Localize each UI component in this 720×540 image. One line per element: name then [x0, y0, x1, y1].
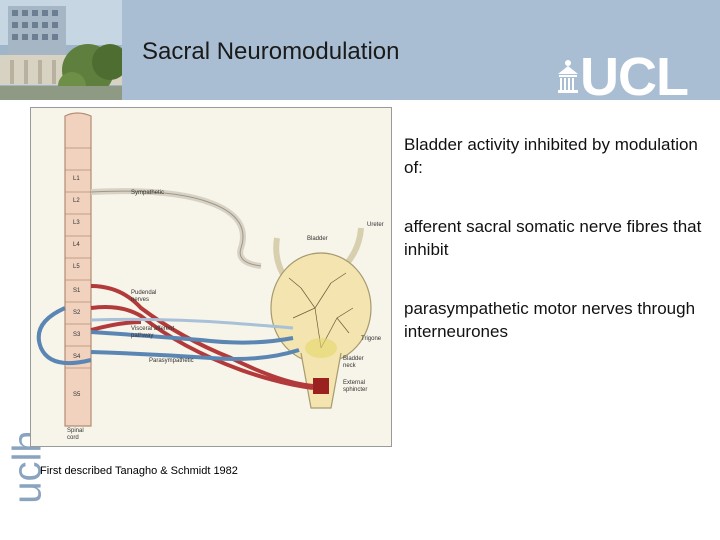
- level-label: L3: [73, 220, 80, 226]
- level-label: S5: [73, 392, 81, 398]
- spinal-cord-shape: [64, 112, 92, 427]
- figure-caption: First described Tanagho & Schmidt 1982: [40, 465, 238, 477]
- bullet-item: parasympathetic motor nerves through int…: [404, 299, 696, 341]
- ureter-label: Ureter: [367, 222, 384, 228]
- ucl-logo: UCL: [556, 50, 716, 104]
- level-label: L2: [73, 198, 80, 204]
- level-label: S2: [73, 310, 81, 316]
- bladder-label: Bladder: [307, 236, 328, 242]
- neuroanatomy-diagram: L1 L2 L3 L4 L5 S1 S2 S3 S4 S5: [30, 107, 392, 447]
- trigone-label: Trigone: [361, 336, 382, 342]
- bullet-item: Bladder activity inhibited by modulation…: [404, 135, 698, 177]
- level-label: S3: [73, 332, 81, 338]
- building-photo: [0, 0, 122, 100]
- ucl-logo-text: UCL: [580, 47, 689, 107]
- slide-header: Sacral Neuromodulation UCL: [0, 0, 720, 104]
- level-label: L1: [73, 176, 80, 182]
- level-label: L4: [73, 242, 80, 248]
- slide-title: Sacral Neuromodulation: [142, 38, 400, 65]
- sympathetic-label: Sympathetic: [131, 190, 164, 196]
- level-label: S1: [73, 288, 81, 294]
- visceral-afferent-pathway: [36, 306, 92, 365]
- sympathetic-nerve: [90, 188, 262, 269]
- external-sphincter-shape: [313, 378, 329, 394]
- level-label: S4: [73, 354, 81, 360]
- bullet-item: afferent sacral somatic nerve fibres tha…: [404, 217, 702, 259]
- portico-icon: [558, 60, 578, 93]
- parasympathetic-label: Parasympathetic: [149, 358, 194, 364]
- level-label: L5: [73, 264, 80, 270]
- parasympathetic-nerve: [90, 348, 300, 361]
